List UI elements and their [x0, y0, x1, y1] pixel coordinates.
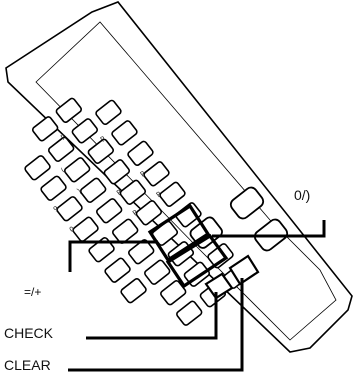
- remote-button[interactable]: [128, 239, 155, 265]
- remote-button[interactable]: [95, 99, 122, 126]
- remote-button[interactable]: [111, 120, 138, 146]
- remote-button[interactable]: [87, 138, 115, 164]
- remote-button[interactable]: [55, 97, 82, 124]
- remote-button[interactable]: [120, 278, 147, 304]
- remote-button[interactable]: [160, 280, 187, 306]
- equals-plus-label: =/+: [24, 285, 42, 299]
- zero-slash-leader: [212, 220, 326, 238]
- remote-button[interactable]: [31, 116, 59, 142]
- equals-plus-leader: [68, 240, 158, 272]
- check-label: CHECK: [4, 325, 54, 341]
- remote-button[interactable]: [103, 159, 131, 185]
- remote-button[interactable]: [40, 175, 67, 201]
- clear-label: CLEAR: [4, 357, 51, 373]
- remote-button[interactable]: [135, 200, 163, 226]
- button-mark: (: [60, 166, 67, 174]
- remote-button[interactable]: [104, 257, 131, 283]
- remote-button[interactable]: [112, 218, 139, 244]
- callout-lines: [68, 220, 326, 372]
- button-row-4: [56, 140, 154, 222]
- clear-leader: [68, 278, 244, 372]
- button-mark: P: [139, 170, 147, 179]
- button-mark: 9: [52, 205, 60, 214]
- remote-button[interactable]: [96, 198, 123, 224]
- button-mark: P: [131, 209, 139, 218]
- button-row-3: [40, 120, 138, 201]
- button-mark: P: [59, 133, 67, 142]
- remote-button[interactable]: [143, 161, 170, 187]
- remote-button[interactable]: [72, 216, 99, 242]
- remote-button[interactable]: [63, 157, 91, 183]
- button-row-1: [31, 97, 82, 142]
- button-mark: 0: [68, 225, 76, 234]
- remote-button[interactable]: [47, 136, 75, 162]
- button-row-5: [72, 161, 170, 242]
- remote-button[interactable]: [56, 196, 83, 222]
- remote-button-large[interactable]: [228, 185, 265, 221]
- remote-button[interactable]: [24, 155, 51, 181]
- button-mark: P: [155, 190, 163, 199]
- check-button[interactable]: [204, 272, 234, 300]
- check-leader: [86, 292, 218, 340]
- button-mark: P: [99, 135, 107, 144]
- remote-button[interactable]: [159, 181, 186, 207]
- button-row-2: [24, 99, 122, 181]
- clear-button[interactable]: [228, 254, 260, 286]
- button-mark: ): [76, 187, 83, 195]
- remote-button[interactable]: [80, 177, 107, 203]
- remote-button[interactable]: [176, 300, 203, 326]
- zero-button-highlight[interactable]: [165, 233, 229, 289]
- remote-button[interactable]: [71, 118, 98, 144]
- zero-slash-label: 0/): [294, 187, 311, 203]
- remote-button[interactable]: [119, 179, 147, 205]
- equals-plus-button-highlight[interactable]: [147, 203, 211, 263]
- remote-button[interactable]: [207, 243, 234, 269]
- remote-button[interactable]: [127, 140, 154, 166]
- button-mark: P: [115, 188, 123, 197]
- remote-button[interactable]: [144, 259, 171, 285]
